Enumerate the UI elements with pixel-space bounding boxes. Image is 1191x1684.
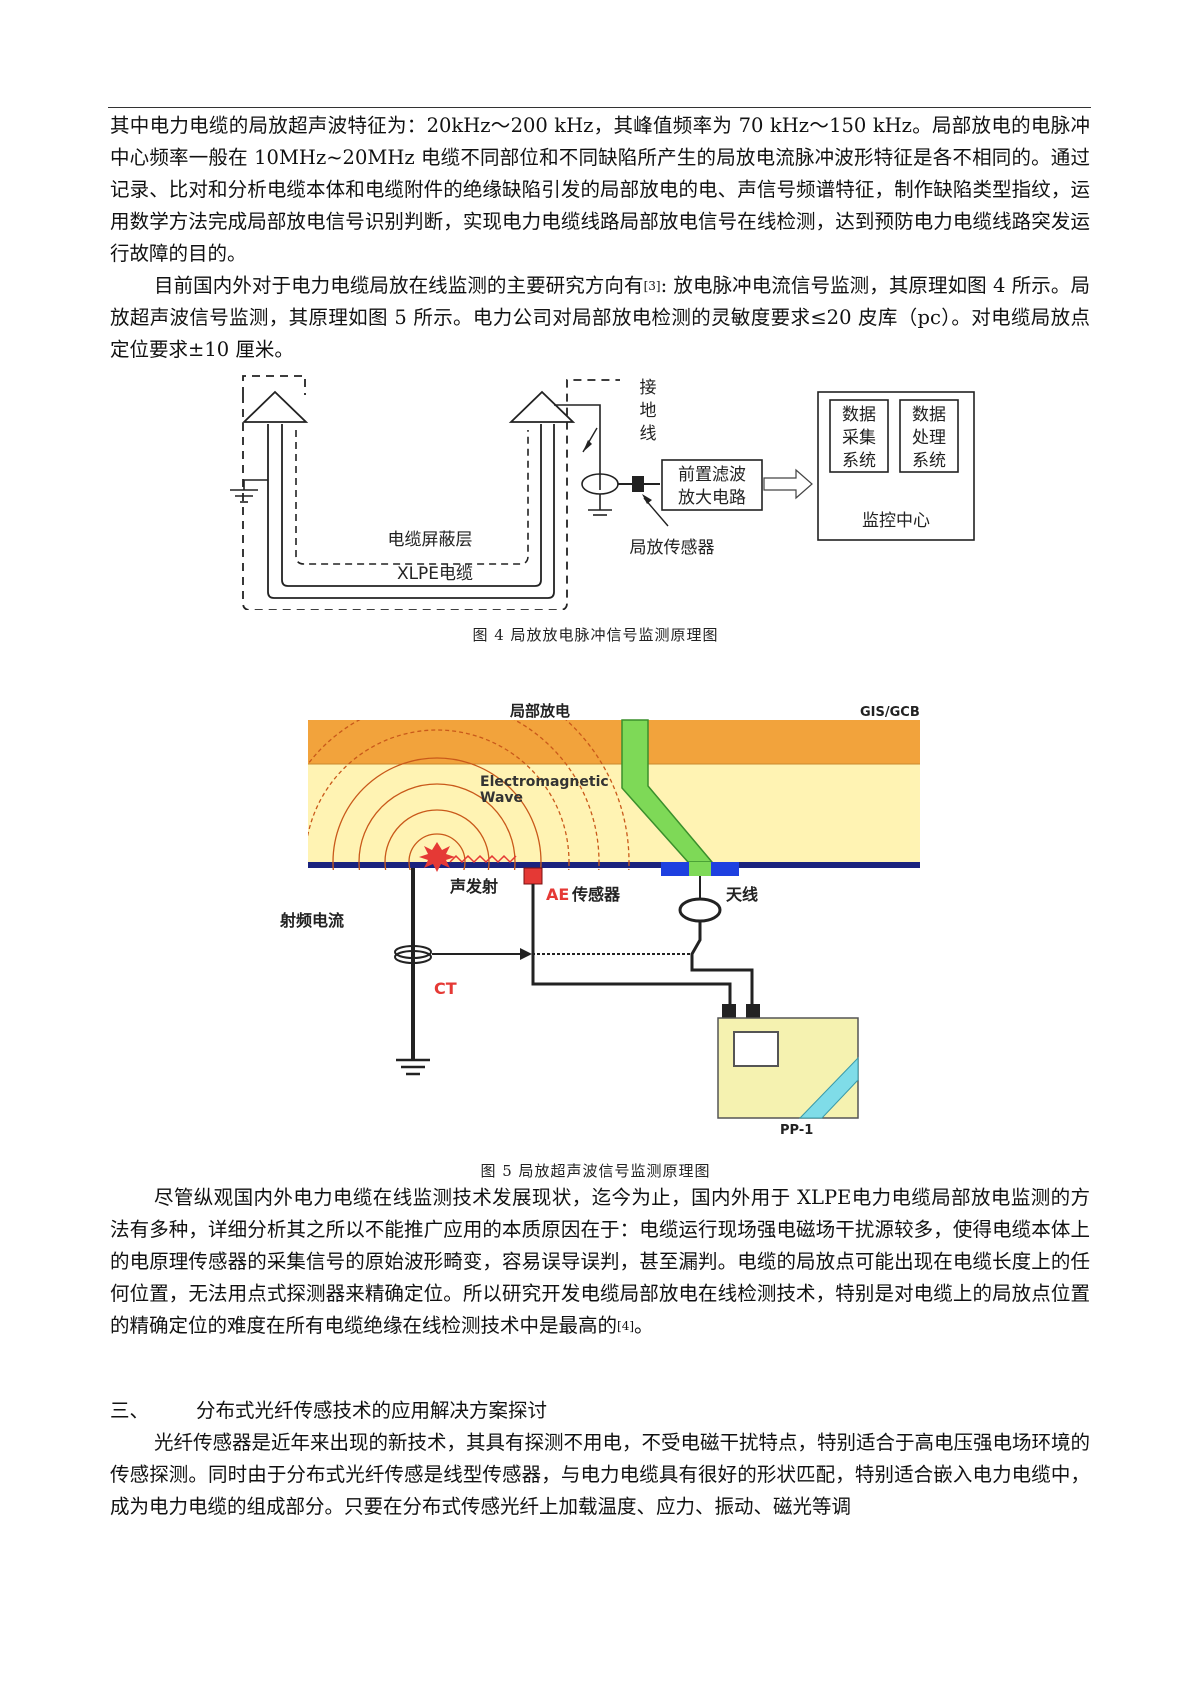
paragraph-2: 目前国内外对于电力电缆局放在线监测的主要研究方向有[3]: 放电脉冲电流信号监测…: [110, 270, 1090, 366]
xlpe-cable-line: [281, 424, 542, 587]
ae-prefix-label: AE: [546, 885, 569, 904]
paragraph-1-text: 其中电力电缆的局放超声波特征为：20kHz～200 kHz，其峰值频率为 70 …: [110, 114, 1090, 265]
ae-sensor-cable: [531, 884, 732, 1006]
ground-wire-arrow-head: [583, 440, 592, 452]
ct-signal-arrow: [520, 948, 532, 960]
pd-spark-icon: [419, 842, 455, 872]
xlpe-cable-label: XLPE电缆: [397, 564, 473, 584]
gis-top-band: [308, 720, 920, 764]
em-wave-label-1: Electromagnetic: [480, 774, 609, 790]
pp1-stripe: [798, 1056, 859, 1119]
ct-ring-lower: [394, 950, 432, 964]
paragraph-3-text-a: 尽管纵观国内外电力电缆在线监测技术发展现状，迄今为止，国内外用于 XLPE电力电…: [110, 1186, 1090, 1337]
wave-ring-7: [308, 720, 630, 870]
wave-ring-3: [358, 783, 516, 870]
pd-label: 局部放电: [509, 702, 570, 720]
paragraph-4-text: 光纤传感器是近年来出现的新技术，其具有探测不用电，不受电磁干扰特点，特别适合于高…: [110, 1431, 1091, 1518]
ae-sensor-label: 传感器: [571, 885, 621, 904]
gis-body: [308, 764, 920, 862]
xlpe-cable-inner: [267, 424, 555, 599]
ct-ring: [394, 945, 432, 959]
data-proc-label-3: 系统: [912, 451, 946, 471]
antenna-ring: [678, 897, 722, 923]
ground-wire-label-2: 地: [640, 401, 657, 421]
paragraph-2-text-b: : 放电脉冲电流信号监测，其原理如图 4 所示。局放超声波信号监测，其原理如图 …: [110, 274, 1090, 361]
data-acq-box: [829, 399, 889, 473]
data-proc-label-2: 处理: [912, 428, 946, 448]
header-rule: [108, 107, 1091, 108]
right-ground-wire: [554, 404, 601, 490]
wave-ring-6: [308, 720, 600, 870]
pp1-screen: [733, 1031, 779, 1067]
section-3-title: 分布式光纤传感技术的应用解决方案探讨: [196, 1399, 548, 1422]
wave-ring-1: [408, 833, 466, 870]
monitor-center-label: 监控中心: [862, 511, 930, 531]
filter-amp-label-2: 放大电路: [678, 488, 746, 508]
em-wave-label-2: Wave: [480, 790, 523, 806]
filter-amp-label-1: 前置滤波: [678, 465, 746, 485]
section-3-heading: 三、 分布式光纤传感技术的应用解决方案探讨: [110, 1395, 547, 1427]
right-terminal-cone: [508, 390, 576, 423]
antenna-label: 天线: [726, 885, 758, 904]
citation-ref-4: [4]: [617, 1319, 635, 1333]
section-3-number: 三、: [110, 1399, 150, 1422]
antenna-flange-right: [711, 862, 739, 876]
paragraph-1: 其中电力电缆的局放超声波特征为：20kHz～200 kHz，其峰值频率为 70 …: [110, 110, 1090, 270]
antenna-cable: [690, 921, 754, 1006]
data-proc-box: [899, 399, 959, 473]
outer-cable-dashed: [242, 379, 620, 610]
antenna-flange-left: [661, 862, 689, 876]
left-terminal-cone: [241, 390, 309, 423]
pd-sensor-label: 局放传感器: [630, 538, 715, 558]
pp1-label: PP-1: [780, 1123, 813, 1138]
figure-4-caption: 图 4 局放放电脉冲信号监测原理图: [472, 626, 719, 644]
paragraph-3-text-b: 。: [634, 1314, 654, 1337]
paragraph-3: 尽管纵观国内外电力电缆在线监测技术发展现状，迄今为止，国内外用于 XLPE电力电…: [110, 1182, 1090, 1342]
rf-current-label: 射频电流: [279, 911, 344, 930]
wave-ring-5: [308, 729, 570, 870]
gis-baseline: [308, 862, 920, 868]
citation-ref-3: [3]: [643, 279, 661, 293]
signal-hollow-arrow: [763, 468, 813, 500]
filter-amp-box: [661, 459, 763, 511]
pd-sensor-arrow-head: [642, 494, 652, 504]
figure-4-diagram: 前置滤波 放大电路 数据 采集 系统 数据 处理 系统 监控中心 接 地 线 电…: [230, 375, 975, 610]
em-wave-rings: [308, 720, 630, 870]
data-acq-label-1: 数据: [842, 405, 876, 425]
data-acq-label-3: 系统: [842, 451, 876, 471]
acoustic-emission-label: 声发射: [449, 877, 498, 896]
wave-ring-2: [384, 809, 490, 870]
cable-shield-label: 电缆屏蔽层: [388, 530, 473, 550]
ae-sensor-block: [523, 867, 543, 885]
paragraph-2-text-a: 目前国内外对于电力电缆局放在线监测的主要研究方向有: [154, 274, 644, 297]
wave-ring-4: [332, 757, 542, 870]
paragraph-4: 光纤传感器是近年来出现的新技术，其具有探测不用电，不受电磁干扰特点，特别适合于高…: [110, 1427, 1090, 1523]
ct-label: CT: [434, 979, 457, 998]
acoustic-zigzag: [449, 854, 517, 864]
gis-gcb-label: GIS/GCB: [860, 705, 920, 720]
outer-cable-top-left: [242, 375, 306, 395]
antenna-flange-center: [689, 862, 711, 876]
ground-wire-label-1: 接: [640, 378, 657, 398]
figure-5-caption: 图 5 局放超声波信号监测原理图: [480, 1162, 711, 1180]
device-connector-1: [722, 1004, 736, 1018]
data-acq-label-2: 采集: [842, 428, 876, 448]
ground-wire-label-3: 线: [640, 424, 657, 444]
device-connector-2: [746, 1004, 760, 1018]
figure-5-diagram: 局部放电 GIS/GCB Electromagnetic Wave 声发射 AE…: [279, 702, 920, 1138]
left-ground-wire: [243, 479, 268, 490]
data-proc-label-1: 数据: [912, 405, 946, 425]
cable-shield-dashed: [295, 430, 529, 565]
pd-sensor-block: [632, 476, 644, 492]
